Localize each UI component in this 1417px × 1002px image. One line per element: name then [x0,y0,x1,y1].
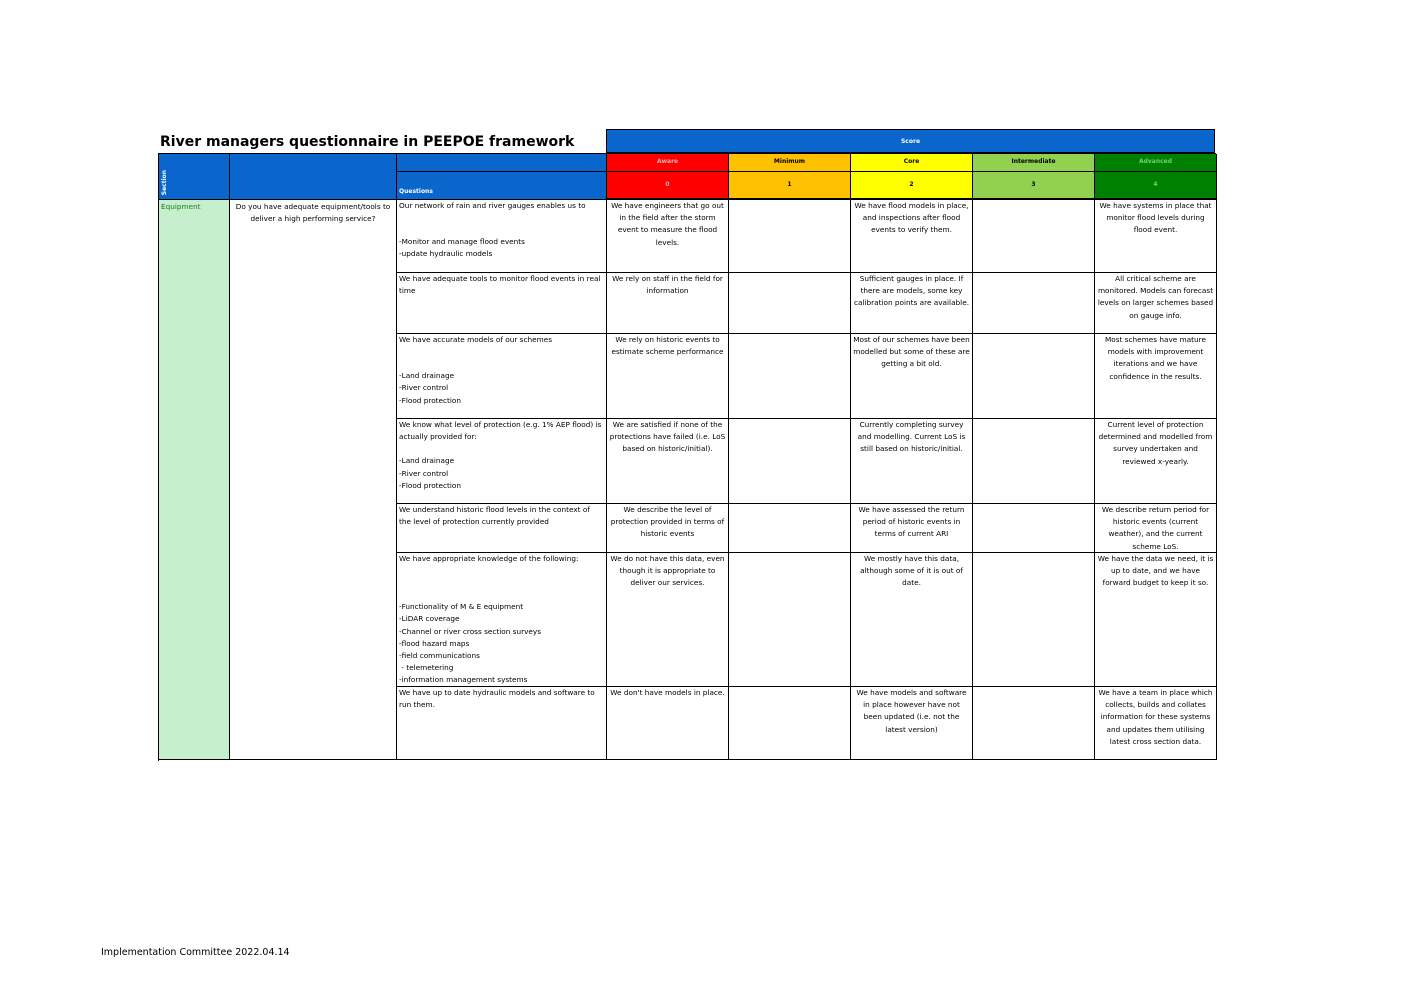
section-header-label: Section [160,169,168,195]
question-sub-item: -update hydraulic models [399,249,493,259]
question-text: We have up to date hydraulic models and … [399,688,595,710]
level-advanced-score: 4 [1095,172,1217,200]
answer-aware-row-2: We rely on staff in the field for inform… [607,273,729,334]
question-row-3: We have accurate models of our schemes -… [397,334,607,419]
answer-aware-row-3: We rely on historic events to estimate s… [607,334,729,419]
level-core-score: 2 [851,172,973,200]
level-advanced-header: Advanced [1095,154,1217,172]
answer-intermediate-row-6 [973,553,1095,687]
answer-core-row-4: Currently completing survey and modellin… [851,419,973,504]
answer-aware-row-7: We don't have models in place. [607,687,729,760]
level-intermediate-header: Intermediate [973,154,1095,172]
question-text: We have appropriate knowledge of the fol… [399,554,579,563]
question-sub-item: -Monitor and manage flood events [399,237,525,247]
question-sub-item: -LiDAR coverage [399,614,460,624]
question-text: We have accurate models of our schemes [399,335,553,344]
questions-header-top [397,154,607,172]
question-sub-item: -flood hazard maps [399,638,470,648]
answer-core-row-6: We mostly have this data, although some … [851,553,973,687]
level-intermediate-score: 3 [973,172,1095,200]
answer-core-row-3: Most of our schemes have been modelled b… [851,334,973,419]
answer-advanced-row-3: Most schemes have mature models with imp… [1095,334,1217,419]
question-sub-item: -Channel or river cross section surveys [399,626,542,636]
answer-core-row-1: We have flood models in place, and inspe… [851,200,973,273]
question-text: We know what level of protection (e.g. 1… [399,420,602,442]
level-aware-score: 0 [607,172,729,200]
answer-advanced-row-2: All critical scheme are monitored. Model… [1095,273,1217,334]
question-text: We have adequate tools to monitor flood … [399,274,601,296]
answer-core-row-5: We have assessed the return period of hi… [851,504,973,553]
answer-minimum-row-5 [729,504,851,553]
page-title: River managers questionnaire in PEEPOE f… [160,134,575,150]
answer-minimum-row-2 [729,273,851,334]
questions-column-header: Questions [397,172,607,200]
level-minimum-score: 1 [729,172,851,200]
level-minimum-header: Minimum [729,154,851,172]
question-row-2: We have adequate tools to monitor flood … [397,273,607,334]
answer-aware-row-4: We are satisfied if none of the protecti… [607,419,729,504]
answer-minimum-row-6 [729,553,851,687]
answer-advanced-row-1: We have systems in place that monitor fl… [1095,200,1217,273]
question-sub-item: -River control [399,383,449,393]
question-row-7: We have up to date hydraulic models and … [397,687,607,760]
answer-core-row-2: Sufficient gauges in place. If there are… [851,273,973,334]
question-text: We understand historic flood levels in t… [399,505,590,527]
question-sub-item: -information management systems [399,675,528,685]
question-sub-item: -Land drainage [399,456,455,466]
score-header: Score [606,129,1215,153]
answer-advanced-row-7: We have a team in place which collects, … [1095,687,1217,760]
question-sub-item: -Land drainage [399,371,455,381]
answer-intermediate-row-2 [973,273,1095,334]
answer-minimum-row-7 [729,687,851,760]
answer-aware-row-5: We describe the level of protection prov… [607,504,729,553]
section-column-header: Section [159,154,230,200]
question-row-1: Our network of rain and river gauges ena… [397,200,607,273]
answer-minimum-row-4 [729,419,851,504]
question-sub-item: -River control [399,468,449,478]
level-core-header: Core [851,154,973,172]
answer-advanced-row-4: Current level of protection determined a… [1095,419,1217,504]
question-sub-item: -field communications [399,651,480,661]
topic-question: Do you have adequate equipment/tools to … [230,200,397,760]
answer-advanced-row-5: We describe return period for historic e… [1095,504,1217,553]
level-aware-header: Aware [607,154,729,172]
question-text: Our network of rain and river gauges ena… [399,201,586,210]
answer-advanced-row-6: We have the data we need, it is up to da… [1095,553,1217,687]
questionnaire-table: Section Questions Aware Minimum Core Int… [158,153,1217,761]
question-row-5: We understand historic flood levels in t… [397,504,607,553]
answer-intermediate-row-7 [973,687,1095,760]
answer-aware-row-1: We have engineers that go out in the fie… [607,200,729,273]
question-sub-item: - telemetering [399,663,454,673]
answer-minimum-row-3 [729,334,851,419]
question-sub-item: -Functionality of M & E equipment [399,602,524,612]
answer-aware-row-6: We do not have this data, even though it… [607,553,729,687]
footer-text: Implementation Committee 2022.04.14 [101,947,290,958]
question-sub-item: -Flood protection [399,395,462,405]
answer-core-row-7: We have models and software in place how… [851,687,973,760]
answer-intermediate-row-3 [973,334,1095,419]
question-row-6: We have appropriate knowledge of the fol… [397,553,607,687]
answer-intermediate-row-1 [973,200,1095,273]
topic-column-header [230,154,397,200]
question-sub-item: -Flood protection [399,480,462,490]
question-row-4: We know what level of protection (e.g. 1… [397,419,607,504]
questions-header-label: Questions [399,187,433,195]
answer-intermediate-row-4 [973,419,1095,504]
section-equipment: Equipment [159,200,230,760]
answer-minimum-row-1 [729,200,851,273]
answer-intermediate-row-5 [973,504,1095,553]
